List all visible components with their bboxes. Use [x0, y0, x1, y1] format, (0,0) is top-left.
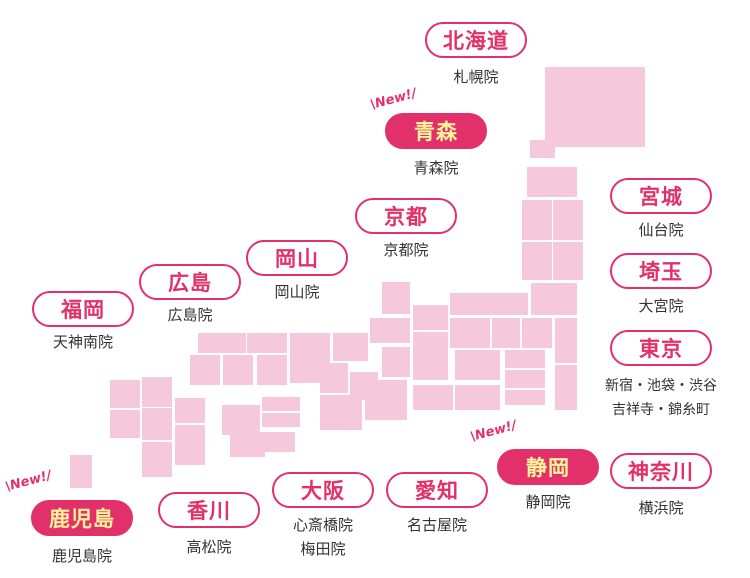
- clinic-name[interactable]: 天神南院: [52, 333, 113, 351]
- prefecture-shape: [505, 390, 545, 405]
- region-button[interactable]: 岡山: [246, 240, 348, 276]
- clinic-name[interactable]: 大宮院: [638, 297, 684, 315]
- prefecture-shape: [175, 425, 205, 465]
- region-button[interactable]: 埼玉: [610, 253, 712, 289]
- prefecture-shape: [142, 442, 172, 477]
- new-badge: \New!/: [368, 86, 419, 113]
- prefecture-shape: [370, 318, 410, 343]
- region-button[interactable]: 青森: [385, 113, 487, 149]
- prefecture-shape: [450, 293, 528, 315]
- region-button[interactable]: 広島: [139, 264, 241, 300]
- prefecture-shape: [382, 282, 410, 314]
- region-button[interactable]: 鹿児島: [31, 500, 133, 536]
- prefecture-shape: [257, 355, 287, 385]
- prefecture-shape: [190, 355, 220, 385]
- clinic-name[interactable]: 仙台院: [638, 221, 684, 239]
- clinic-name[interactable]: 高松院: [186, 538, 232, 556]
- prefecture-shape: [262, 413, 300, 427]
- clinic-name[interactable]: 岡山院: [274, 283, 320, 301]
- prefecture-shape: [553, 200, 583, 240]
- prefecture-shape: [505, 350, 545, 368]
- prefecture-shape: [413, 305, 448, 330]
- clinic-name[interactable]: 横浜院: [638, 499, 684, 517]
- new-badge: \New!/: [3, 468, 54, 495]
- prefecture-shape: [522, 318, 552, 348]
- prefecture-shape: [530, 140, 555, 158]
- region-button[interactable]: 福岡: [32, 291, 134, 327]
- prefecture-shape: [175, 398, 205, 423]
- prefecture-shape: [70, 455, 92, 488]
- prefecture-shape: [247, 333, 287, 353]
- clinic-name[interactable]: 名古屋院: [406, 516, 467, 534]
- new-badge: \New!/: [468, 418, 519, 445]
- prefecture-shape: [365, 380, 407, 420]
- prefecture-shape: [413, 332, 448, 380]
- prefecture-shape: [142, 377, 172, 407]
- prefecture-shape: [333, 333, 368, 361]
- prefecture-shape: [320, 395, 362, 430]
- region-button[interactable]: 静岡: [497, 449, 599, 485]
- prefecture-shape: [492, 318, 520, 348]
- region-button[interactable]: 香川: [158, 492, 260, 528]
- clinic-name[interactable]: 京都院: [383, 241, 429, 259]
- region-button[interactable]: 宮城: [610, 178, 712, 214]
- prefecture-shape: [455, 350, 500, 380]
- prefecture-shape: [545, 67, 645, 147]
- clinic-name[interactable]: 静岡院: [525, 493, 571, 511]
- clinic-name[interactable]: 心斎橋院梅田院: [292, 516, 353, 558]
- region-button[interactable]: 京都: [355, 198, 457, 234]
- region-button[interactable]: 東京: [610, 330, 712, 366]
- region-button[interactable]: 大阪: [272, 472, 374, 508]
- prefecture-shape: [522, 242, 552, 280]
- prefecture-shape: [413, 385, 453, 410]
- prefecture-shape: [265, 432, 295, 452]
- prefecture-shape: [230, 432, 265, 457]
- prefecture-shape: [555, 365, 577, 410]
- prefecture-shape: [455, 385, 500, 410]
- region-button[interactable]: 愛知: [386, 472, 488, 508]
- prefecture-shape: [222, 405, 260, 435]
- clinic-name[interactable]: 青森院: [413, 159, 459, 177]
- clinic-name[interactable]: 札幌院: [453, 68, 499, 86]
- prefecture-shape: [522, 200, 552, 240]
- prefecture-shape: [110, 410, 140, 438]
- prefecture-shape: [553, 242, 583, 280]
- prefecture-shape: [382, 347, 410, 377]
- prefecture-shape: [531, 283, 577, 315]
- prefecture-shape: [555, 318, 577, 363]
- prefecture-shape: [505, 370, 545, 388]
- prefecture-shape: [450, 318, 490, 348]
- region-button[interactable]: 神奈川: [610, 453, 712, 489]
- prefecture-shape: [527, 167, 577, 197]
- prefecture-shape: [262, 397, 300, 411]
- clinic-name[interactable]: 鹿児島院: [51, 547, 112, 565]
- prefecture-shape: [110, 380, 140, 408]
- prefecture-shape: [223, 355, 253, 385]
- clinic-name[interactable]: 広島院: [167, 306, 213, 324]
- prefecture-shape: [198, 333, 246, 353]
- region-button[interactable]: 北海道: [425, 22, 527, 58]
- prefecture-shape: [142, 408, 172, 440]
- clinic-name[interactable]: 新宿・池袋・渋谷吉祥寺・錦糸町: [605, 378, 717, 418]
- prefecture-shape: [290, 333, 330, 383]
